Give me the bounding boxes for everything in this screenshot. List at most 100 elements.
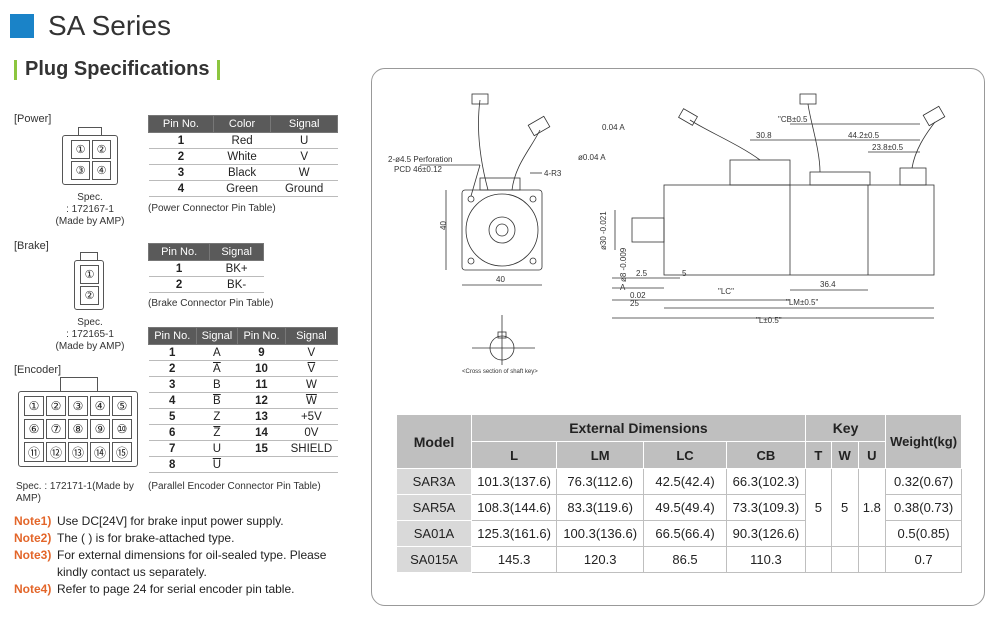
- note-item: Note4)Refer to page 24 for serial encode…: [14, 582, 295, 596]
- series-square-icon: [10, 14, 34, 38]
- plug-spec-title: Plug Specifications: [25, 58, 210, 80]
- perforation-label: 2-ø4.5 Perforation: [388, 155, 452, 164]
- external-dimensions-table: Model External Dimensions Key Weight(kg)…: [396, 414, 962, 573]
- series-header: SA Series: [10, 10, 171, 42]
- d002-label: 0.02: [630, 291, 646, 300]
- power-connector-drawing: ① ② ③ ④: [58, 127, 122, 187]
- pin-icon: ①: [71, 140, 90, 159]
- column-header: U: [857, 441, 887, 469]
- table-row: SA015A 145.3 120.3 86.5 110.3 0.7: [396, 546, 962, 573]
- flange-circle: [465, 193, 539, 267]
- plug-icon: [922, 105, 946, 127]
- table-row: SAR5A 108.3(144.6) 83.3(119.6) 49.5(49.4…: [396, 494, 962, 521]
- pin-icon: ⑭: [90, 442, 110, 462]
- column-header: Signal: [270, 115, 338, 133]
- column-header: LC: [643, 441, 727, 469]
- pin-icon: ⑤: [112, 396, 132, 416]
- power-label: [Power]: [14, 113, 52, 125]
- flatness-label: 0.04 A: [602, 123, 625, 132]
- power-caption: (Power Connector Pin Table): [148, 203, 276, 214]
- note-item: Note1)Use DC[24V] for brake input power …: [14, 514, 284, 528]
- pin-icon: ⑨: [90, 419, 110, 439]
- pin-icon: ①: [80, 265, 99, 284]
- spec-line: : 172167-1: [66, 204, 114, 215]
- shaft-dia-label: ø30 -0.021: [599, 211, 608, 250]
- key-header: Key: [804, 414, 887, 442]
- plug-icon: [527, 115, 551, 137]
- weight-header: Weight(kg): [885, 414, 962, 469]
- plug-icon: [471, 93, 489, 105]
- cable-gland: [479, 177, 521, 191]
- key-t: 5: [804, 468, 832, 547]
- column-header: Signal: [209, 243, 264, 261]
- pin-icon: ⑬: [68, 442, 88, 462]
- top-boss: [809, 171, 871, 186]
- green-bar-icon: [14, 59, 17, 80]
- lc-label: "LC": [718, 287, 734, 296]
- lm-label: "LM±0.5": [786, 298, 818, 307]
- d253-label: 25: [630, 299, 639, 308]
- d238-label: 23.8±0.5: [872, 143, 904, 152]
- spec-line: (Made by AMP): [55, 216, 125, 227]
- spigot-circle: [488, 216, 516, 244]
- model-header: Model: [396, 414, 472, 469]
- shaft-caption: <Cross section of shaft key>: [462, 369, 538, 375]
- pin-icon: ②: [46, 396, 66, 416]
- column-header: Signal: [284, 327, 339, 345]
- connector-box: [729, 159, 791, 186]
- pin-icon: ④: [92, 161, 111, 180]
- pcd-label: PCD 46±0.12: [394, 165, 443, 174]
- pin-icon: ⑧: [68, 419, 88, 439]
- plug-icon: [799, 93, 817, 105]
- datum-a-label: A: [620, 283, 626, 292]
- width-label: 40: [496, 275, 505, 284]
- motor-drawing: 2-ø4.5 Perforation PCD 46±0.12 4-R3 40 4…: [388, 93, 946, 375]
- d5-label: 5: [682, 269, 687, 278]
- pin-icon: ②: [92, 140, 111, 159]
- side-view: [612, 93, 946, 319]
- pin-icon: ②: [80, 286, 99, 305]
- brake-connector-drawing: ① ②: [70, 252, 110, 312]
- cable-line: [911, 121, 936, 169]
- d30-label: 30.8: [756, 131, 772, 140]
- brake-label: [Brake]: [14, 240, 49, 252]
- pin-icon: ③: [71, 161, 90, 180]
- shaft-outline: [631, 217, 665, 243]
- power-spec: Spec. : 172167-1 (Made by AMP): [45, 192, 135, 228]
- radius-label: 4-R3: [544, 169, 562, 178]
- spec-line: : 172165-1: [66, 329, 114, 340]
- leader-line: [470, 164, 481, 197]
- pin-icon: ⑮: [112, 442, 132, 462]
- d364-label: 36.4: [820, 280, 836, 289]
- ext-dim-header: External Dimensions: [471, 414, 806, 442]
- spec-line: Spec.: [77, 192, 103, 203]
- spec-line: (Made by AMP): [55, 341, 125, 352]
- shaft-circle: [495, 223, 509, 237]
- d44-label: 44.2±0.5: [848, 131, 880, 140]
- cb-label: "CB±0.5: [778, 115, 808, 124]
- column-header: L: [470, 441, 558, 469]
- encoder-spec: Spec. : 172171-1(Made by AMP): [16, 481, 134, 504]
- pin-icon: ⑩: [112, 419, 132, 439]
- rear-connector: [899, 167, 927, 186]
- brake-connector-body: ① ②: [74, 260, 104, 310]
- cable-line: [807, 103, 821, 173]
- column-header: T: [804, 441, 832, 469]
- cable-line: [478, 99, 489, 191]
- key-u: 1.8: [857, 468, 887, 547]
- hole-circle: [529, 195, 537, 203]
- flange-outline: [461, 189, 543, 271]
- pin-icon: ⑥: [24, 419, 44, 439]
